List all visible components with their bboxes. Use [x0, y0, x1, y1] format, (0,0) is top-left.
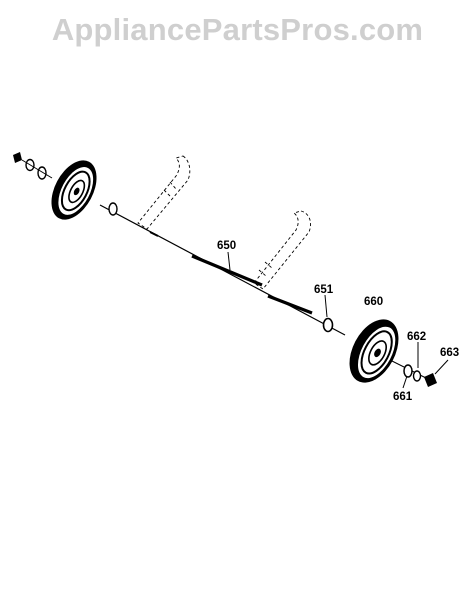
- left-wheel: [51, 160, 97, 220]
- callout-663: 663: [440, 347, 459, 359]
- right-wheel: [349, 319, 399, 383]
- axle-rod: [99, 204, 346, 336]
- leader-lines: [227, 251, 449, 389]
- left-hub-parts: [13, 152, 53, 180]
- watermark-text: AppliancePartsPros.com: [51, 12, 424, 47]
- ghost-frame-left: [137, 155, 191, 230]
- callout-661: 661: [393, 391, 413, 403]
- right-axle-washer: [322, 317, 334, 333]
- callout-660: 660: [364, 296, 383, 308]
- callout-662: 662: [407, 331, 426, 343]
- ghost-frame-right: [253, 210, 312, 290]
- right-hub-parts: [389, 359, 437, 387]
- callout-650: 650: [217, 240, 236, 252]
- callout-651: 651: [314, 284, 334, 296]
- left-washer: [108, 202, 118, 216]
